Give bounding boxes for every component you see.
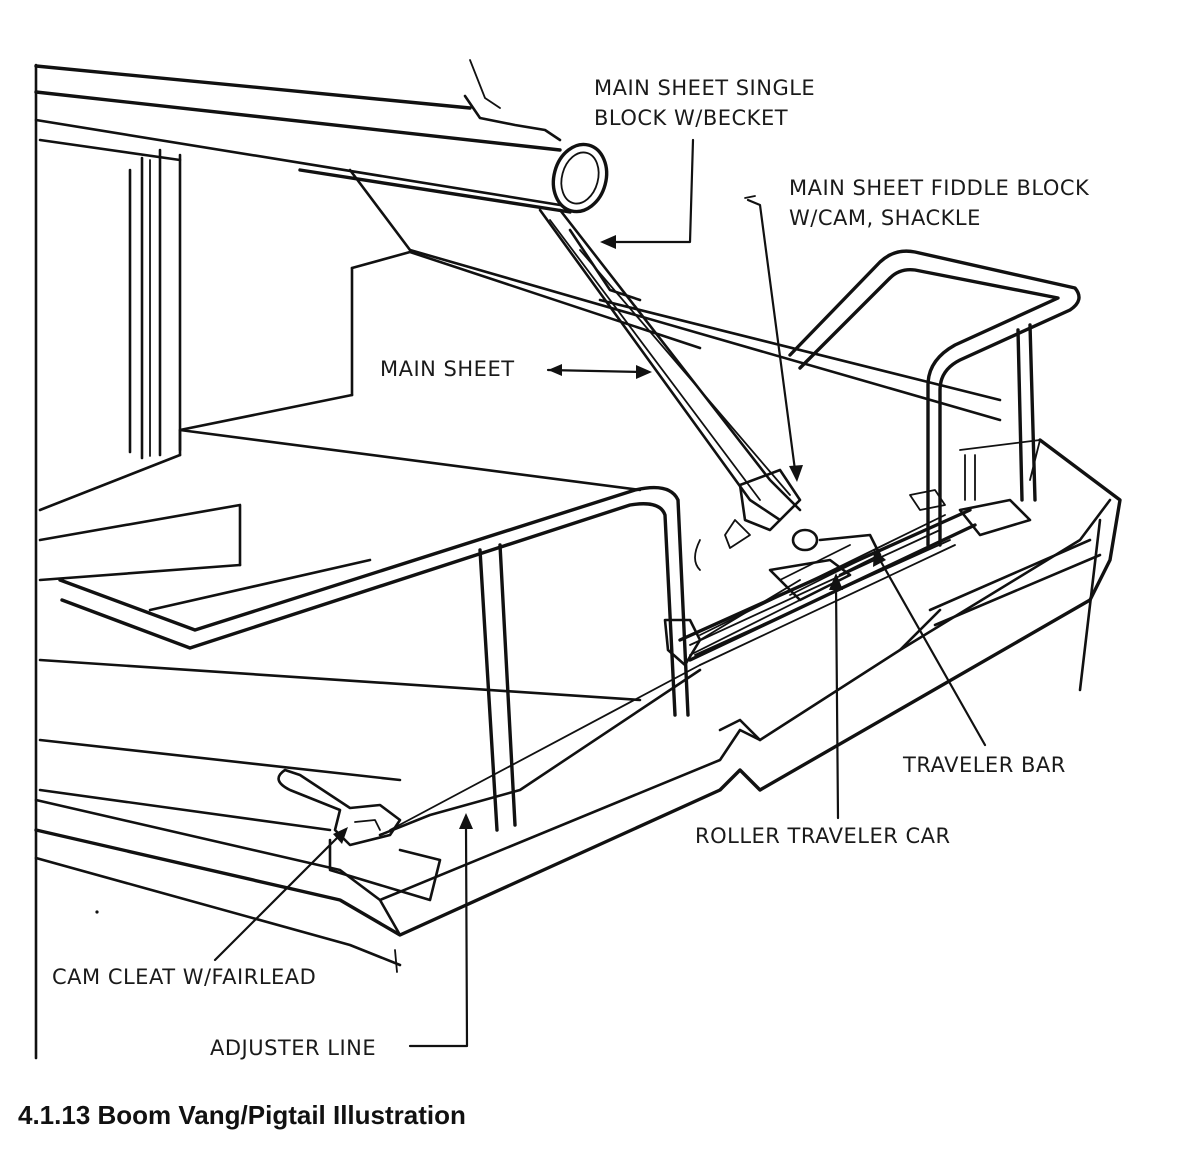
leader-main-sheet — [546, 364, 652, 379]
label-roller-traveler-car: ROLLER TRAVELER CAR — [695, 824, 951, 848]
label-traveler-bar: TRAVELER BAR — [902, 753, 1066, 777]
label-fiddle-block-line2: W/CAM, SHACKLE — [789, 206, 981, 230]
cockpit — [38, 168, 1002, 832]
leader-single-block — [600, 138, 695, 249]
label-cam-cleat: CAM CLEAT W/FAIRLEAD — [52, 965, 316, 989]
leader-fiddle-block — [744, 195, 803, 482]
hull-tick — [394, 949, 398, 973]
hiking-rail-right — [788, 249, 1081, 547]
boom-vang-diagram: MAIN SHEET SINGLE BLOCK W/BECKET MAIN SH… — [34, 59, 1122, 1060]
stray-dot — [95, 910, 99, 914]
mast-posts — [38, 138, 182, 460]
hiking-rail-left — [58, 485, 690, 832]
label-fiddle-block-line1: MAIN SHEET FIDDLE BLOCK — [789, 176, 1090, 200]
leader-adjuster-line — [408, 813, 473, 1048]
label-single-block-line1: MAIN SHEET SINGLE — [594, 76, 815, 100]
main-sheet-tackle — [538, 208, 819, 571]
adjuster-line-and-cleat — [277, 664, 702, 902]
label-adjuster-line: ADJUSTER LINE — [210, 1036, 376, 1060]
leader-roller-car — [829, 573, 843, 820]
boom — [34, 59, 609, 214]
hull-outline — [34, 438, 1122, 967]
label-single-block-line2: BLOCK W/BECKET — [594, 106, 788, 130]
leader-cam-cleat — [213, 827, 348, 962]
traveler-assembly — [663, 439, 1041, 667]
leader-traveler-bar — [873, 549, 987, 747]
figure-caption: 4.1.13 Boom Vang/Pigtail Illustration — [18, 1100, 466, 1130]
label-main-sheet: MAIN SHEET — [380, 357, 515, 381]
